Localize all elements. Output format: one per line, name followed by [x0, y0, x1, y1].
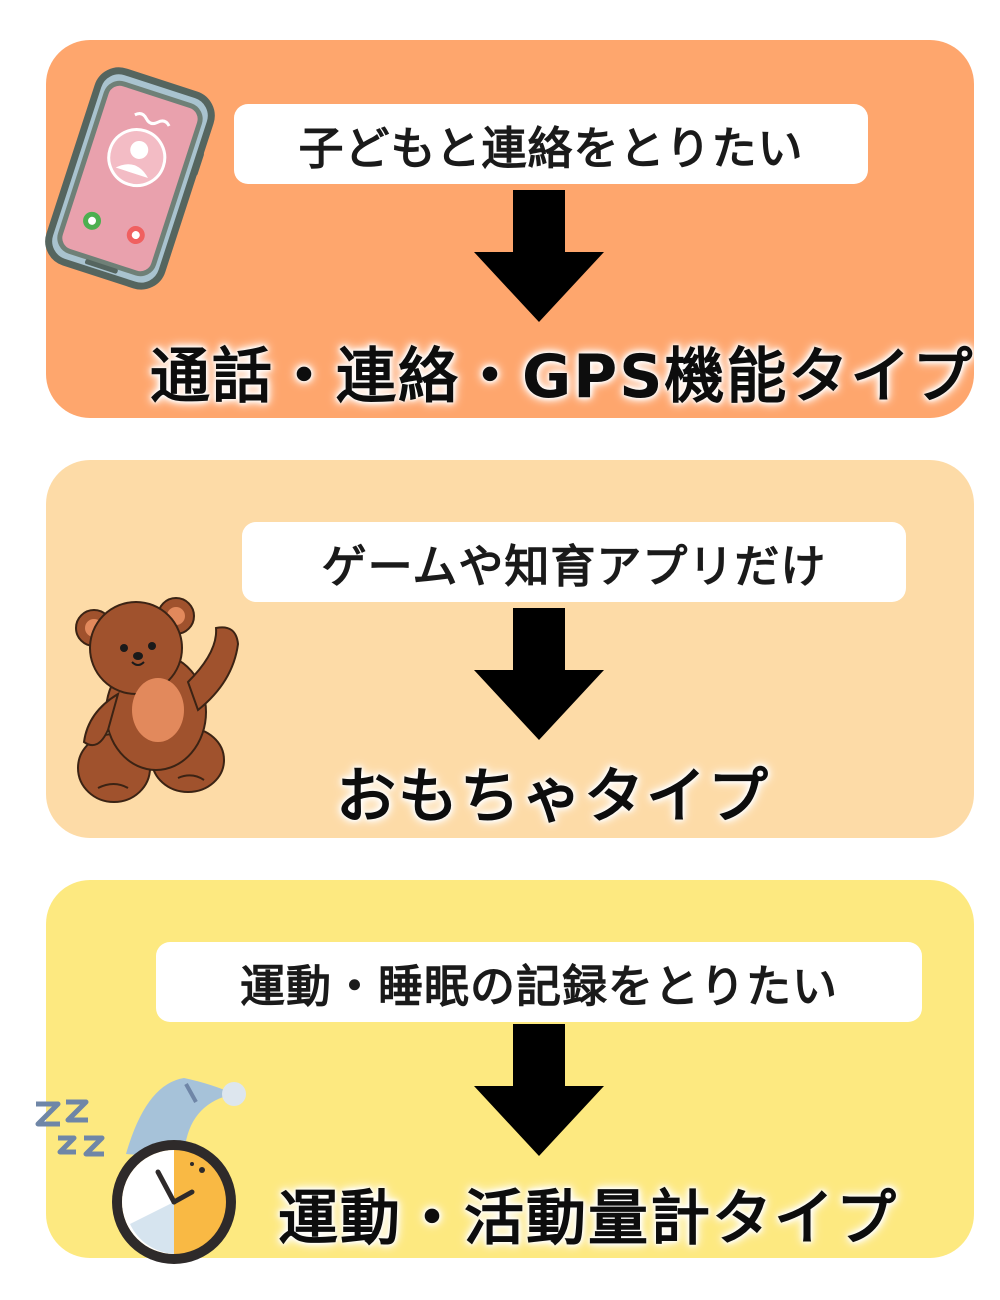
arrow-down-icon	[474, 608, 604, 740]
result-type-label: 運動・活動量計タイプ	[278, 1184, 898, 1254]
result-type-label: おもちゃタイプ	[336, 762, 770, 832]
need-label: 運動・睡眠の記録をとりたい	[156, 942, 922, 1022]
sleeping-clock-icon	[35, 1078, 246, 1264]
need-label: ゲームや知育アプリだけ	[242, 522, 906, 602]
arrow-down-icon	[474, 190, 604, 322]
teddy-bear-icon	[75, 597, 240, 803]
category-card-activity: 運動・睡眠の記録をとりたい 運動・活動量計タイプ	[35, 880, 974, 1264]
arrow-down-icon	[474, 1024, 604, 1156]
category-card-toy: ゲームや知育アプリだけ おもちゃタイプ	[46, 460, 974, 838]
category-card-calling: 子どもと連絡をとりたい 通話・連絡・GPS機能タイプ	[45, 40, 975, 418]
smartphone-icon	[45, 67, 215, 290]
need-label: 子どもと連絡をとりたい	[234, 104, 868, 184]
result-type-label: 通話・連絡・GPS機能タイプ	[150, 342, 975, 412]
